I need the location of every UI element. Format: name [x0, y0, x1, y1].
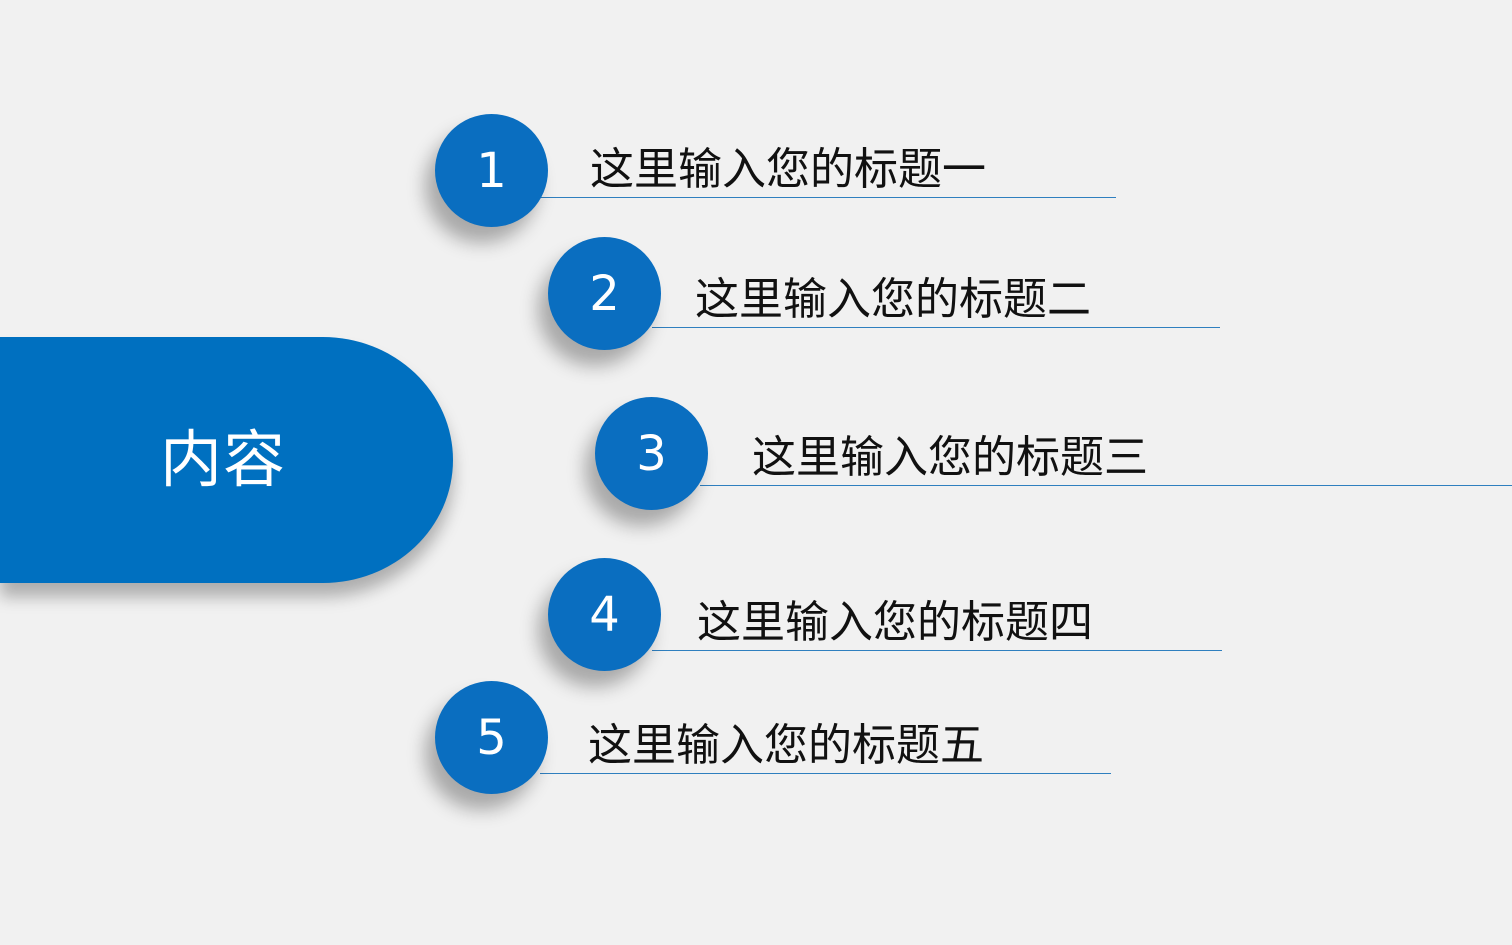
item-4-number-badge: 4	[548, 558, 661, 671]
item-5-title: 这里输入您的标题五	[588, 720, 984, 771]
item-2-number: 2	[589, 265, 620, 322]
item-5-number: 5	[476, 709, 507, 766]
item-1-number-badge: 1	[435, 114, 548, 227]
item-1-number: 1	[476, 142, 507, 199]
item-4-title: 这里输入您的标题四	[697, 597, 1093, 648]
item-2-underline	[652, 327, 1220, 328]
item-3-title: 这里输入您的标题三	[752, 432, 1148, 483]
item-3-number: 3	[636, 425, 667, 482]
item-1-underline	[540, 197, 1116, 198]
item-1-title: 这里输入您的标题一	[590, 144, 986, 195]
section-title-banner: 内容	[0, 337, 453, 583]
item-2-number-badge: 2	[548, 237, 661, 350]
item-3-underline	[700, 485, 1512, 486]
item-3-number-badge: 3	[595, 397, 708, 510]
item-2-title: 这里输入您的标题二	[695, 274, 1091, 325]
item-4-number: 4	[589, 586, 620, 643]
item-5-number-badge: 5	[435, 681, 548, 794]
item-4-underline	[652, 650, 1222, 651]
section-title: 内容	[160, 423, 287, 496]
item-5-underline	[540, 773, 1111, 774]
